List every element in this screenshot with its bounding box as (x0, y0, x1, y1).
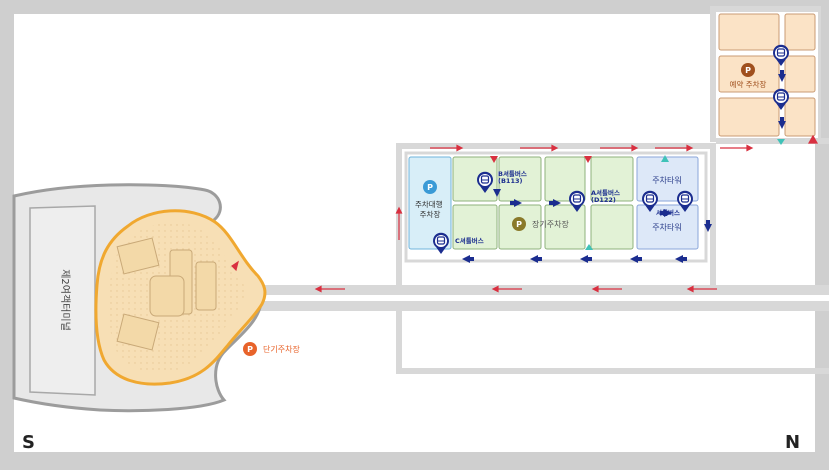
bus-stop-icon[interactable] (642, 190, 658, 212)
compass-south: S (22, 432, 35, 453)
apron (94, 209, 267, 386)
svg-text:P: P (516, 220, 522, 229)
bus-stop-icon[interactable] (569, 190, 585, 212)
shuttle-label-shuttle-c: C셔틀버스 (455, 236, 484, 245)
label-tower-bottom: 주차타워 (652, 223, 681, 232)
valet-lot (408, 156, 452, 250)
label-tower-top: 주차타워 (652, 176, 681, 185)
bus-stop-icon[interactable] (772, 44, 789, 66)
label-short-term: 단기주차장 (263, 344, 300, 354)
svg-text:P: P (745, 66, 751, 75)
badge-reserved[interactable]: P 예약 주차장 (730, 63, 767, 89)
bus-stop-icon[interactable] (773, 88, 789, 110)
badge-short-term[interactable]: P 단기주차장 (243, 342, 300, 356)
terminal-label: 제2여객터미널 (59, 269, 71, 331)
label-reserved: 예약 주차장 (730, 79, 767, 89)
main-road (250, 138, 829, 374)
svg-text:P: P (427, 183, 433, 192)
traffic-arrows-red (231, 134, 819, 293)
road-markers (490, 139, 785, 250)
label-long-term: 장기주차장 (532, 219, 569, 229)
badge-valet[interactable]: P 주차대행 주차장 (415, 180, 445, 219)
shuttle-label-shuttle-b: B셔틀버스(B113) (498, 169, 527, 185)
bus-stop-icon[interactable] (433, 232, 449, 254)
parking-icon (423, 180, 437, 194)
label-valet-line1: 주차대행 주차장 (415, 199, 445, 219)
svg-text:P: P (247, 345, 253, 354)
compass-north: N (785, 432, 800, 453)
parking-icon (512, 217, 526, 231)
shuttle-label-shuttle-tower: 셔틀버스 (656, 208, 680, 217)
bus-stop-icon[interactable] (477, 171, 493, 193)
shuttle-label-shuttle-a: A셔틀버스(D122) (591, 188, 620, 204)
parking-block (402, 149, 710, 263)
tower-lot-bottom (636, 204, 699, 250)
badge-long-term[interactable]: P 장기주차장 (512, 217, 569, 231)
parking-icon (243, 342, 257, 356)
bus-stop-icon[interactable] (677, 190, 693, 212)
tower-lot-top (636, 156, 699, 202)
parking-icon (741, 63, 755, 77)
shuttle-pins: B셔틀버스(B113) A셔틀버스(D122) C셔틀버스 셔틀버스 (433, 44, 789, 254)
reserved-parking-area (710, 6, 821, 142)
shuttle-route-arrows (462, 70, 786, 263)
